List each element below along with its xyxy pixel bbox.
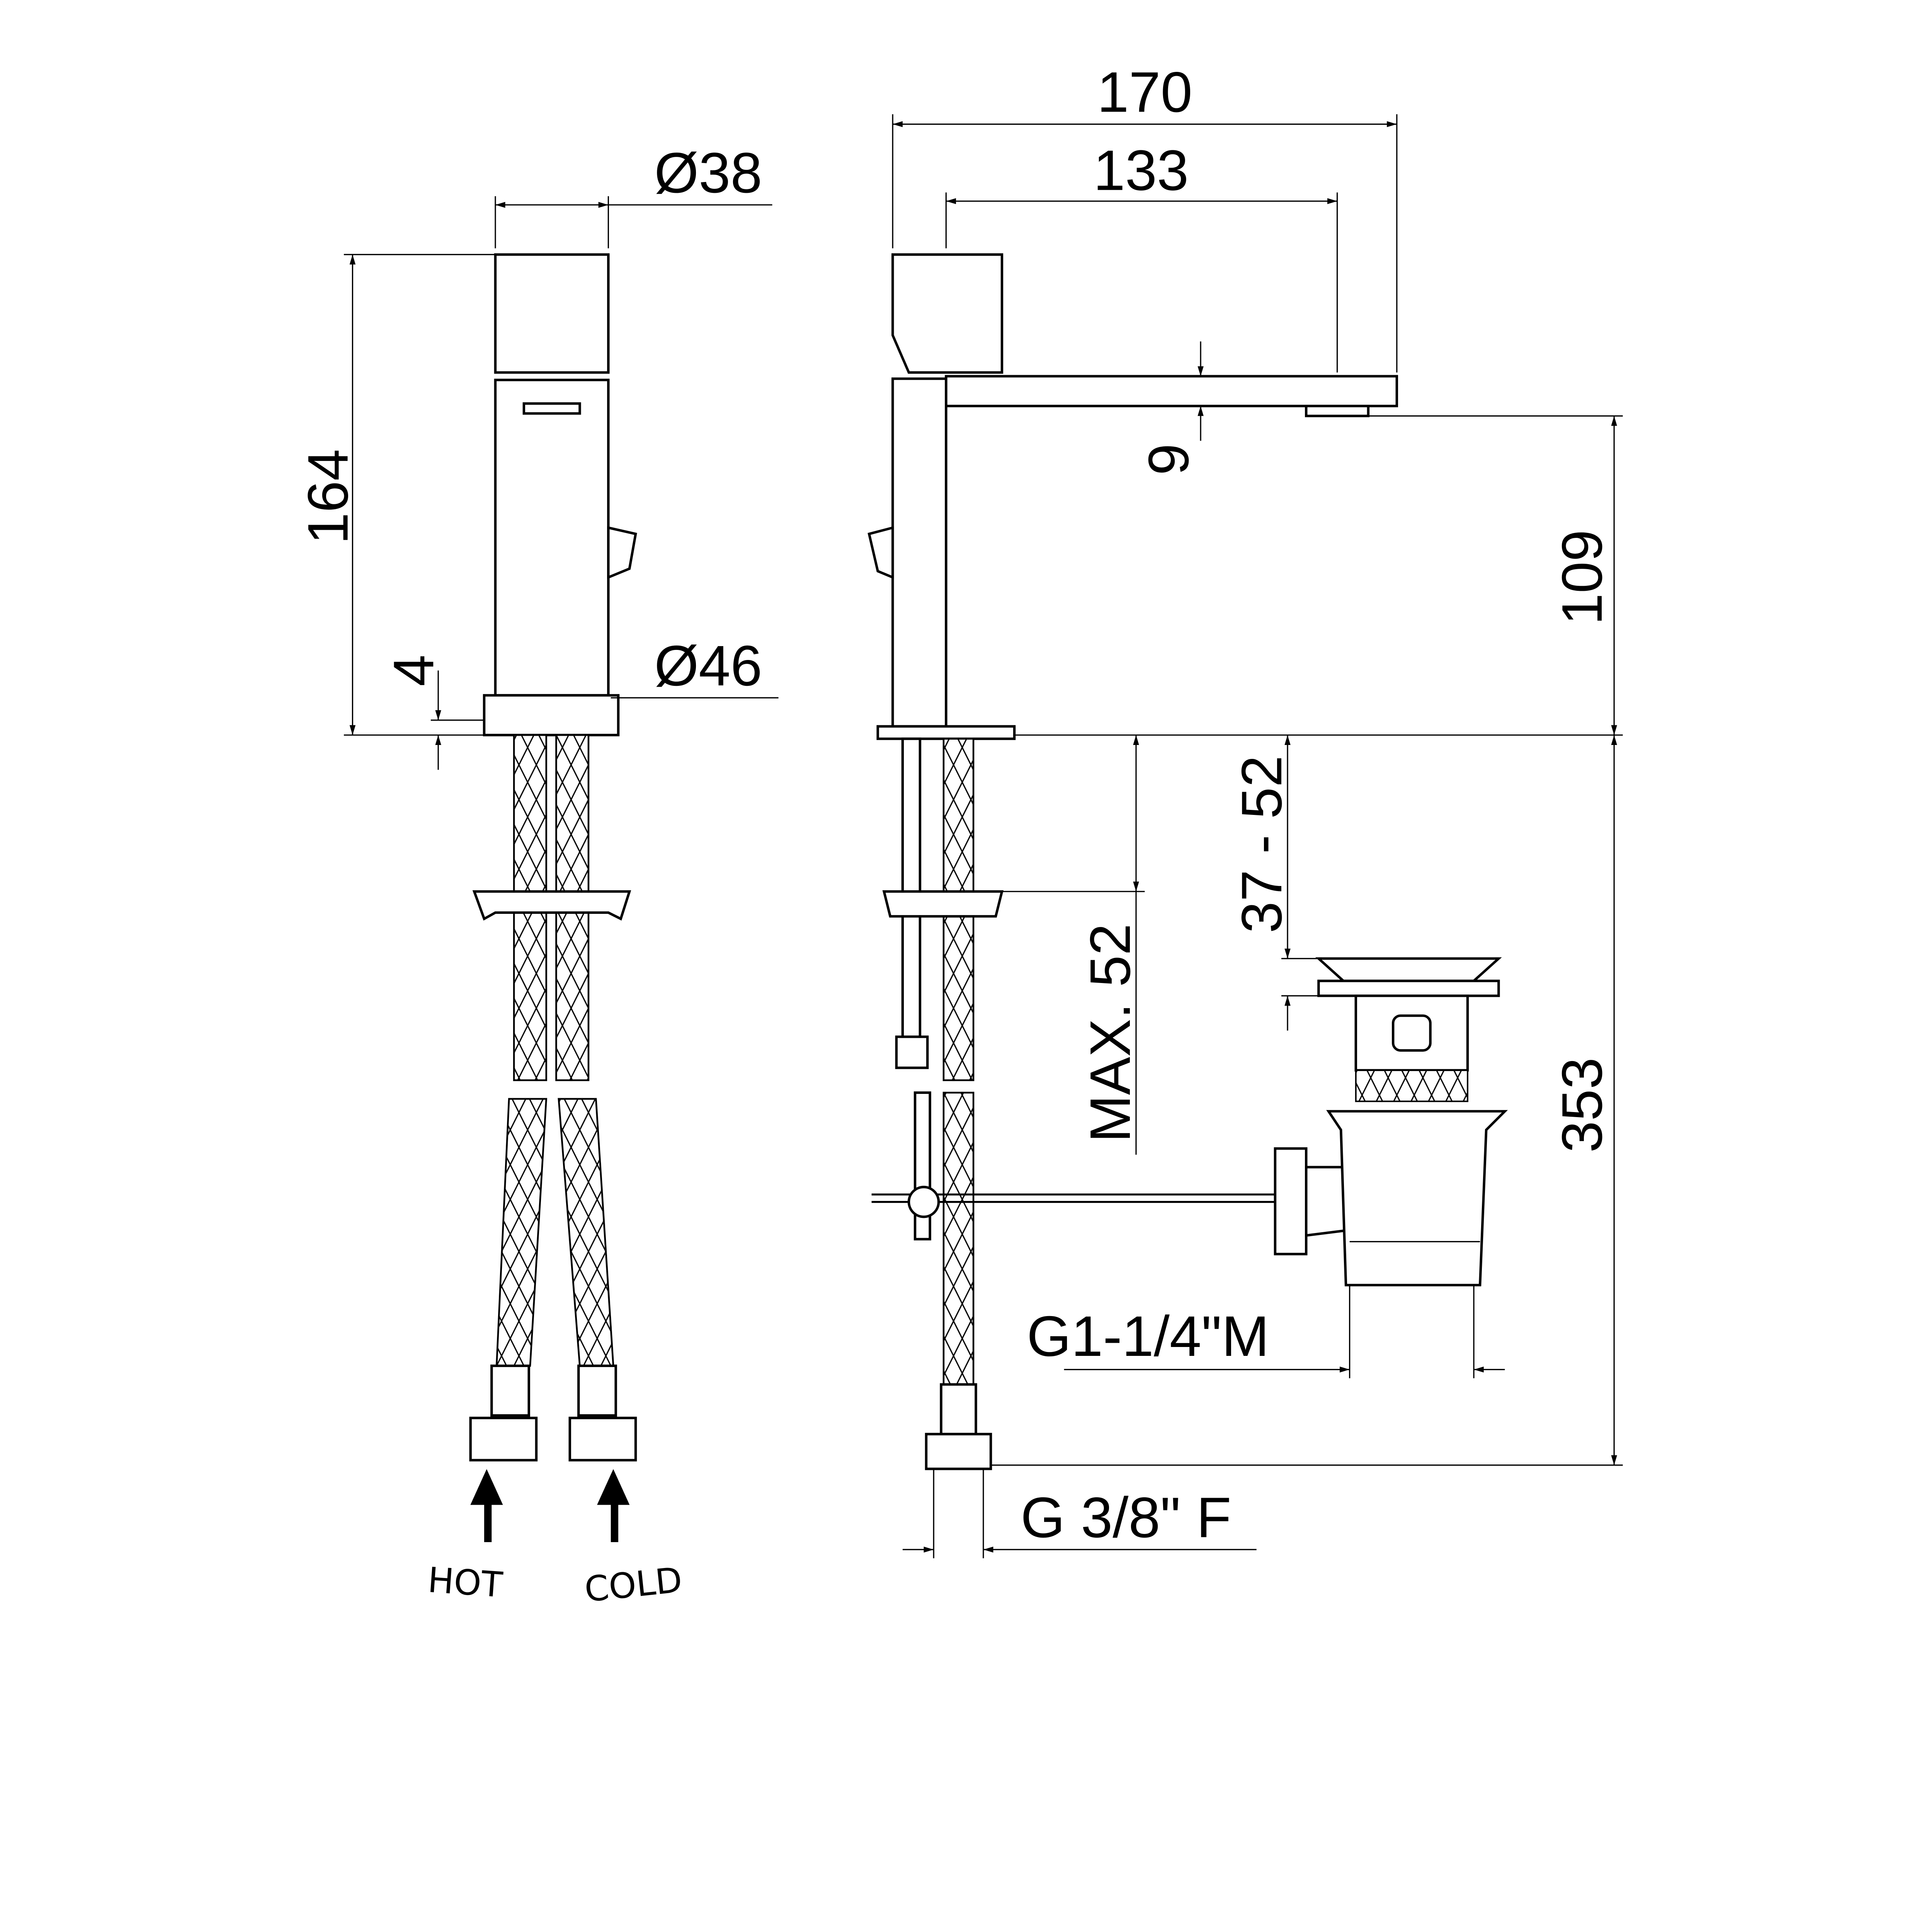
dim-width-total: 170 [1097,60,1192,124]
dim-spout-height: 109 [1550,530,1614,625]
body-side [891,377,947,728]
dim-base-diameter: Ø46 [654,634,762,698]
side-ferrule [940,1383,977,1435]
lever-front [607,526,637,580]
drain-window [1391,1014,1432,1052]
dim-handle-diameter: Ø38 [654,141,762,205]
hot-label: HOT [427,1560,504,1605]
cold-hose-lower [558,1098,614,1367]
base-plate-side [876,725,1016,740]
aerator-side [1305,405,1370,417]
dim-drain-range: 37 - 52 [1230,755,1294,933]
hot-arrow-icon [470,1469,503,1543]
handle-front [494,253,610,374]
lever-side [867,526,894,580]
spout-side [945,375,1398,407]
pivot-joint [907,1185,940,1218]
cold-arrow-icon [597,1469,630,1543]
hot-nut [469,1417,538,1462]
drain-thread [1355,1069,1468,1102]
dim-max-deck: MAX. 52 [1078,923,1142,1143]
drain-flange [1317,980,1500,997]
dim-aerator-height: 9 [1137,444,1201,475]
body-front [494,379,610,697]
drain-cap [1315,957,1502,982]
pivot-nut [1274,1147,1308,1255]
hose-side-lower [942,1092,975,1386]
dim-hose-length: 353 [1550,1058,1614,1153]
drain-tail [1326,1110,1508,1287]
side-view: 170 133 9 109 353 MAX. 52 37 - 52 G1-1/4… [867,60,1623,1558]
handle-side [891,253,1004,374]
cold-ferrule [577,1364,617,1417]
drain-body [1354,994,1469,1072]
front-view: HOT COLD Ø38 164 4 Ø46 [296,141,779,1610]
rod-clip [895,1035,929,1069]
mounting-nut-front [472,890,631,921]
hot-ferrule [490,1364,530,1417]
dim-drain-thread: G1-1/4"M [1027,1304,1269,1368]
dim-total-height: 164 [296,449,360,544]
dim-base-thickness: 4 [382,655,446,686]
cold-label: COLD [583,1560,684,1610]
base-plate-front [483,694,620,736]
dim-hose-thread: G 3/8" F [1021,1486,1231,1549]
dim-spout-reach: 133 [1094,139,1189,202]
side-nut [925,1433,992,1470]
hot-hose-lower [495,1098,548,1367]
mounting-nut-side [882,890,1004,918]
drain-rod-upper [901,737,922,1038]
aerator-front [522,402,581,415]
cold-nut [568,1417,637,1462]
